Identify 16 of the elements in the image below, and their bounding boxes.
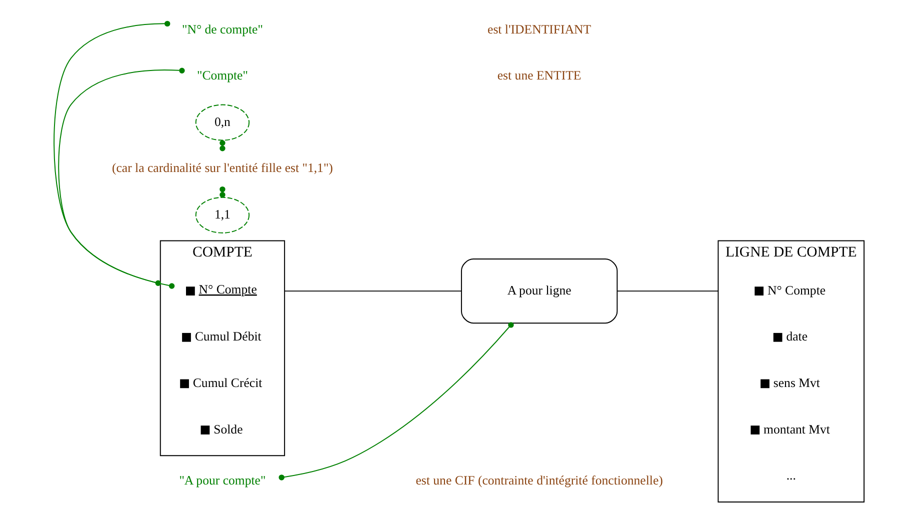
node-label: Solde <box>214 422 243 436</box>
label: est une ENTITE <box>497 68 582 83</box>
node-label: montant Mvt <box>764 422 830 436</box>
node-text: "A pour compte" <box>179 474 266 488</box>
node-label: N° Compte <box>767 283 826 298</box>
label: est une CIF (contrainte d'intégrité fonctionnelle) <box>416 474 663 488</box>
node-text: "N° de compte" <box>182 22 263 36</box>
node-label: date <box>786 330 808 344</box>
node-text: "Compte" <box>196 68 248 83</box>
node-label: Cumul Crécit <box>192 376 262 390</box>
label: est l'IDENTIFIANT <box>488 22 592 36</box>
node-label: Cumul Débit <box>194 330 262 344</box>
node-label: N° Compte <box>198 282 257 296</box>
node-text: (car la cardinalité sur l'entité fille est "1,1") <box>112 161 333 176</box>
node-text: ... <box>786 468 796 483</box>
node-label: sens Mvt <box>773 376 820 390</box>
